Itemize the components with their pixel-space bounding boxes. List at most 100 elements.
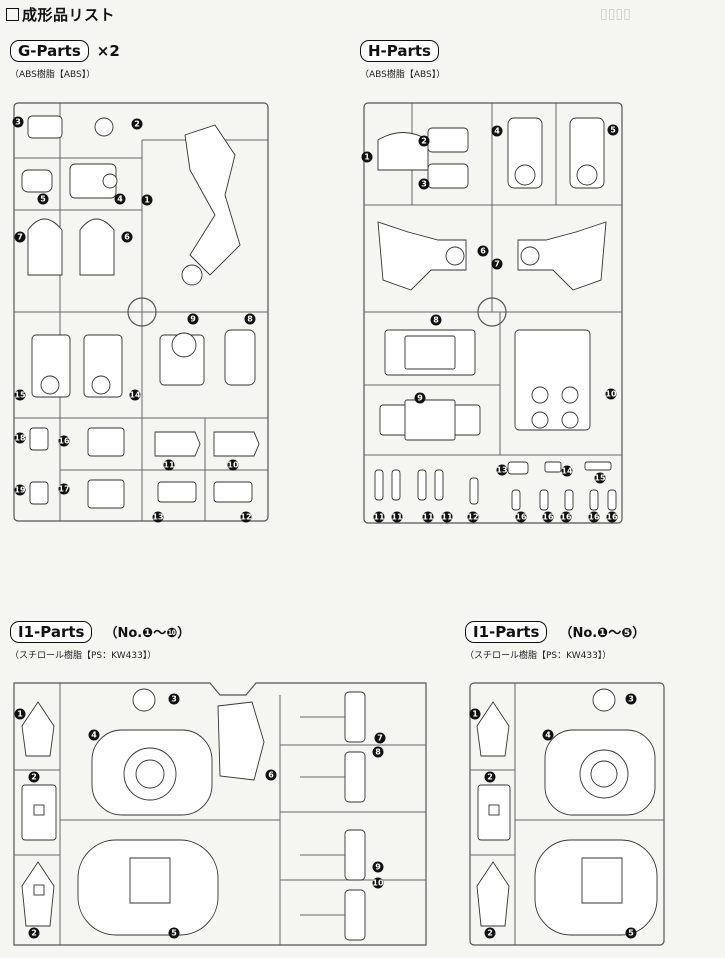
svg-text:10: 10 xyxy=(372,879,384,888)
g-part-number-7: 7 xyxy=(14,231,26,243)
i1a-parts-material: （スチロール樹脂【PS：KW433】） xyxy=(10,651,157,661)
svg-text:2: 2 xyxy=(31,929,37,938)
h-part-number-8: 8 xyxy=(430,314,442,326)
h-part-number-1: 1 xyxy=(361,151,373,163)
h-part-number-4: 4 xyxy=(491,125,503,137)
g-part-number-3: 3 xyxy=(12,116,24,128)
svg-text:1: 1 xyxy=(364,153,370,162)
i1a-part-number-4: 4 xyxy=(88,729,100,741)
i1b-part-number-5: 5 xyxy=(625,927,637,939)
i1b-part-numbers: 3 1 4 2 2 5 xyxy=(469,693,637,939)
svg-text:13: 13 xyxy=(496,466,507,475)
i1a-part-number-2b: 2 xyxy=(28,927,40,939)
svg-text:2: 2 xyxy=(31,773,37,782)
g-part-number-11: 11 xyxy=(163,459,175,471)
bleed-through-text: ▯▯▯▯ xyxy=(600,6,631,22)
h-pin-row xyxy=(374,469,617,511)
svg-text:5: 5 xyxy=(40,195,46,204)
i1a-parts-header: I1-Parts（No.❶～❿） xyxy=(10,621,190,643)
g-number-list: ❸ ❷ ❺ ❹ ❶ ❼ ❻ ❾ ❽ ⓯ ⓮ ⓲ ⓰ ⓫ ❿ ⓳ ⓱ ⓭ ⓬ xyxy=(0,0,1,1)
g-part-numbers: 3 2 5 4 1 7 6 9 8 15 14 18 16 11 10 19 1… xyxy=(12,116,256,523)
svg-text:1: 1 xyxy=(17,710,23,719)
svg-text:14: 14 xyxy=(561,467,573,476)
g-part-number-1: 1 xyxy=(141,194,153,206)
g-part-number-13: 13 xyxy=(152,511,164,523)
i1b-parts-material: （スチロール樹脂【PS：KW433】） xyxy=(465,651,612,661)
title-checkbox-icon xyxy=(6,8,19,21)
svg-text:4: 4 xyxy=(545,731,551,740)
svg-text:5: 5 xyxy=(628,929,634,938)
svg-text:3: 3 xyxy=(421,180,427,189)
i1a-part-number-8: 8 xyxy=(372,746,384,758)
h-parts-shapes xyxy=(374,117,617,511)
i1a-part-numbers: 3 1 4 7 8 6 2 9 10 2 5 xyxy=(14,693,386,939)
svg-text:7: 7 xyxy=(494,260,500,269)
h-part-number-3: 3 xyxy=(418,178,430,190)
h-part-number-16a: 16 xyxy=(515,511,527,523)
svg-text:9: 9 xyxy=(190,315,196,324)
g-part-number-19: 19 xyxy=(14,484,26,496)
g-parts-label: G-Parts xyxy=(10,40,89,62)
svg-text:9: 9 xyxy=(375,863,381,872)
svg-text:4: 4 xyxy=(117,195,123,204)
i1a-part-number-3: 3 xyxy=(168,693,180,705)
svg-text:3: 3 xyxy=(15,118,21,127)
h-part-number-11d: 11 xyxy=(441,511,453,523)
g-parts-header: G-Parts ×2 xyxy=(10,40,120,62)
svg-text:8: 8 xyxy=(433,316,439,325)
h-parts-material: （ABS樹脂【ABS】） xyxy=(360,70,446,80)
g-part-number-10: 10 xyxy=(227,459,239,471)
g-part-number-4: 4 xyxy=(114,193,126,205)
h-part-number-15: 15 xyxy=(594,472,606,484)
h-part-number-14: 14 xyxy=(561,465,573,477)
svg-text:1: 1 xyxy=(144,196,150,205)
i1b-part-number-3: 3 xyxy=(625,693,637,705)
svg-text:11: 11 xyxy=(422,513,434,522)
svg-text:10: 10 xyxy=(227,461,239,470)
g-part-number-9: 9 xyxy=(187,313,199,325)
svg-text:16: 16 xyxy=(606,513,618,522)
svg-text:2: 2 xyxy=(134,120,140,129)
page-title-text: 成形品リスト xyxy=(22,6,116,24)
h-part-number-16b: 16 xyxy=(542,511,554,523)
h-part-number-11c: 11 xyxy=(422,511,434,523)
number-legend: ❸ ❷ ❺ ❹ ❶ ❼ ❻ ❾ ❽ ⓯ ⓮ ⓲ ⓰ ⓫ ❿ ⓳ ⓱ ⓭ ⓬ xyxy=(0,0,1,1)
svg-text:13: 13 xyxy=(152,513,163,522)
i1a-part-number-6: 6 xyxy=(265,769,277,781)
svg-text:1: 1 xyxy=(472,710,478,719)
g-part-number-15: 15 xyxy=(14,389,26,401)
svg-text:17: 17 xyxy=(58,485,69,494)
svg-text:3: 3 xyxy=(628,695,634,704)
svg-text:6: 6 xyxy=(124,233,130,242)
h-part-number-16e: 16 xyxy=(606,511,618,523)
h-part-numbers: 1 2 3 4 5 6 7 8 9 10 13 14 15 11 11 11 1… xyxy=(361,124,619,523)
svg-text:7: 7 xyxy=(17,233,23,242)
svg-text:19: 19 xyxy=(14,486,26,495)
svg-text:9: 9 xyxy=(417,394,423,403)
h-runner-frame xyxy=(363,102,623,524)
g-parts-multiplier: ×2 xyxy=(96,42,120,60)
i1b-part-number-2a: 2 xyxy=(484,771,496,783)
page-title: 成形品リスト xyxy=(6,4,115,25)
svg-text:16: 16 xyxy=(515,513,527,522)
svg-text:6: 6 xyxy=(480,247,486,256)
g-part-number-18: 18 xyxy=(14,432,26,444)
svg-text:5: 5 xyxy=(171,929,177,938)
g-part-number-5: 5 xyxy=(37,193,49,205)
svg-text:3: 3 xyxy=(171,695,177,704)
i1a-parts-range: （No.❶～❿） xyxy=(104,626,191,641)
i1a-part-number-1: 1 xyxy=(14,708,26,720)
g-part-number-8: 8 xyxy=(244,313,256,325)
h-parts-header: H-Parts xyxy=(360,40,439,62)
svg-text:2: 2 xyxy=(487,929,493,938)
h-parts-label: H-Parts xyxy=(360,40,439,62)
i1b-parts-header: I1-Parts（No.❶～❺） xyxy=(465,621,645,643)
h-part-number-6: 6 xyxy=(477,245,489,257)
h-part-number-10: 10 xyxy=(605,388,617,400)
svg-text:10: 10 xyxy=(605,390,617,399)
i1a-runner-frame xyxy=(13,682,427,946)
svg-text:16: 16 xyxy=(560,513,572,522)
svg-text:2: 2 xyxy=(421,137,427,146)
svg-text:8: 8 xyxy=(247,315,253,324)
i1a-part-number-10: 10 xyxy=(372,877,384,889)
